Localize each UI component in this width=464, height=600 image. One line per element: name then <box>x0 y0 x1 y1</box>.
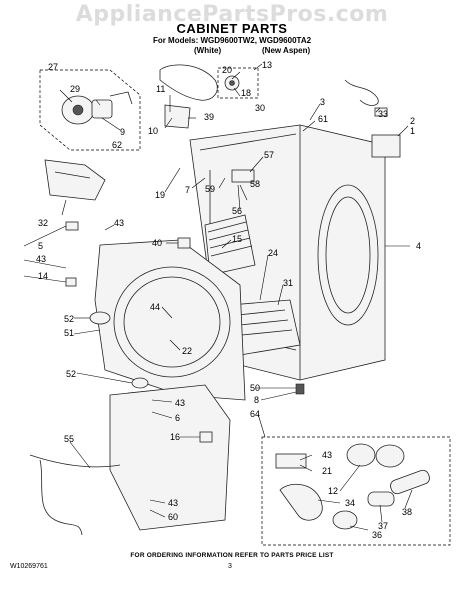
callout-60: 60 <box>168 512 178 522</box>
callout-59: 59 <box>205 184 215 194</box>
document-number: W10269761 <box>10 563 48 570</box>
callout-21: 21 <box>322 466 332 476</box>
clip-part <box>65 277 77 287</box>
callout-43-d: 43 <box>322 450 332 460</box>
callout-44: 44 <box>150 302 160 312</box>
callout-labels: 27 29 11 20 13 18 30 3 2 1 61 33 9 62 10… <box>36 60 421 540</box>
callout-33: 33 <box>378 109 388 119</box>
bracket-part <box>65 221 79 231</box>
callout-57: 57 <box>264 150 274 160</box>
door-hinge-lower <box>131 377 149 389</box>
drive-belt <box>159 64 218 101</box>
toe-panel <box>109 384 231 531</box>
callout-58: 58 <box>250 179 260 189</box>
callout-36: 36 <box>372 530 382 540</box>
callout-8: 8 <box>254 395 259 405</box>
callout-5: 5 <box>38 241 43 251</box>
callout-6: 6 <box>175 413 180 423</box>
callout-38: 38 <box>402 507 412 517</box>
watermark: AppliancePartsPros.com <box>75 2 389 27</box>
callout-12: 12 <box>328 486 338 496</box>
callout-39: 39 <box>204 112 214 122</box>
door-switch <box>177 237 191 249</box>
callout-30: 30 <box>255 103 265 113</box>
callout-50: 50 <box>250 383 260 393</box>
duct-part <box>231 169 255 183</box>
wire-harness <box>29 454 121 536</box>
ordering-note: FOR ORDERING INFORMATION REFER TO PARTS … <box>130 552 334 559</box>
idler-bracket <box>164 104 191 129</box>
callout-34: 34 <box>345 498 355 508</box>
callout-1: 1 <box>410 126 415 136</box>
callout-43-c: 43 <box>175 398 185 408</box>
callout-43-e: 43 <box>168 498 178 508</box>
power-cord <box>344 79 388 117</box>
callout-19: 19 <box>155 190 165 200</box>
callout-62: 62 <box>112 140 122 150</box>
callout-4: 4 <box>416 241 421 251</box>
callout-27: 27 <box>48 62 58 72</box>
callout-51: 51 <box>64 328 74 338</box>
motor-mount-bracket <box>44 159 106 201</box>
models-line: For Models: WGD9600TW2, WGD9600TA2 <box>152 36 312 45</box>
callout-10: 10 <box>148 126 158 136</box>
callout-3: 3 <box>320 97 325 107</box>
vent-kit <box>261 436 451 546</box>
callout-11: 11 <box>156 84 165 94</box>
callout-13: 13 <box>262 60 272 70</box>
idler-assembly <box>217 67 259 99</box>
callout-16: 16 <box>170 432 180 442</box>
callout-20: 20 <box>222 65 232 75</box>
drive-motor-assembly <box>39 69 141 151</box>
callout-7: 7 <box>185 185 190 195</box>
leader-lines <box>23 63 413 531</box>
callout-56: 56 <box>232 206 242 216</box>
door-hinge <box>89 311 111 325</box>
lint-filter-housing <box>204 214 256 276</box>
callout-32: 32 <box>38 218 48 228</box>
cover-plate <box>371 134 401 158</box>
callout-15: 15 <box>232 234 242 244</box>
callout-24: 24 <box>268 248 278 258</box>
page-title: CABINET PARTS <box>176 21 288 36</box>
callout-22: 22 <box>182 346 192 356</box>
variant-white: (White) <box>194 46 222 55</box>
callout-61: 61 <box>318 114 328 124</box>
callout-55: 55 <box>64 434 74 444</box>
callout-52-a: 52 <box>64 314 74 324</box>
callout-52-b: 52 <box>66 369 76 379</box>
callout-40: 40 <box>152 238 162 248</box>
callout-18: 18 <box>241 88 251 98</box>
callout-31: 31 <box>283 278 293 288</box>
variant-new-aspen: (New Aspen) <box>262 46 311 55</box>
callout-2: 2 <box>410 116 415 126</box>
callout-14: 14 <box>38 271 48 281</box>
callout-43-a: 43 <box>114 218 124 228</box>
leveling-foot <box>295 383 305 395</box>
callout-29: 29 <box>70 84 80 94</box>
callout-37: 37 <box>378 521 388 531</box>
callout-9: 9 <box>120 127 125 137</box>
page-number: 3 <box>228 563 232 570</box>
callout-43-b: 43 <box>36 254 46 264</box>
callout-64: 64 <box>250 409 260 419</box>
